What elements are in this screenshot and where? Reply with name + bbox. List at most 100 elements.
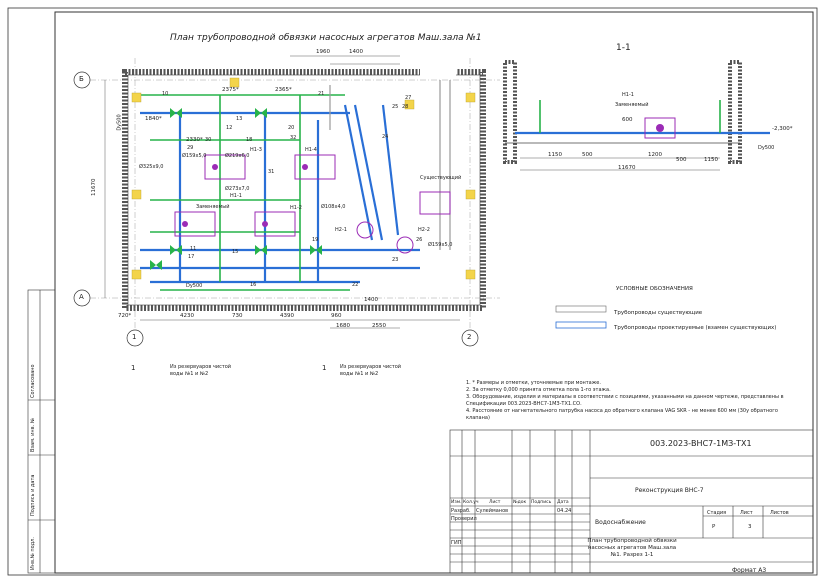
cut-mark-left: 1 xyxy=(131,364,136,372)
pipe-label: Ø159х5,0 xyxy=(428,242,453,248)
sheets-label: Листов xyxy=(770,510,789,516)
axis-2-label: 2 xyxy=(467,333,472,341)
section-dim: 600 xyxy=(622,117,633,123)
note-1: 1. * Размеры и отметки, уточняемые при м… xyxy=(466,380,601,386)
pump-label-h1-3: Н1-3 xyxy=(250,147,262,153)
section-dim: 500 xyxy=(582,152,593,158)
stage-label: Стадия xyxy=(707,510,727,516)
note-3: 3. Оборудование, изделия и материалы в с… xyxy=(466,394,784,407)
project-name: Реконструкция ВНС-7 xyxy=(635,487,704,494)
position-number: 28 xyxy=(402,104,409,110)
col-izm: Изм. xyxy=(451,500,462,505)
sheet-label: Лист xyxy=(740,510,753,516)
dim: 2365* xyxy=(275,87,292,93)
row-razrab: Разраб. xyxy=(451,508,471,514)
plan-title: План трубопроводной обвязки насосных агр… xyxy=(170,33,482,43)
col-koluch: Кол.уч xyxy=(463,500,479,505)
position-number: 24 xyxy=(382,134,389,140)
pipe-label: Ø273х7,0 xyxy=(225,186,250,192)
plan-view xyxy=(73,55,500,347)
dim: 1840* xyxy=(145,116,162,122)
pipe-label: Ø219х6,0 xyxy=(225,153,250,159)
position-number: 18 xyxy=(246,137,253,143)
note-2: 2. За отметку 0,000 принята отметка пола… xyxy=(466,387,611,393)
section-title: 1-1 xyxy=(616,43,631,53)
cut-mark-right: 1 xyxy=(322,364,327,372)
col-ndok: №док xyxy=(513,500,527,505)
stamp-sign-date: Подпись и дата xyxy=(30,474,36,516)
position-number: 30 xyxy=(205,137,212,143)
side-stamp-grid xyxy=(27,289,56,574)
format-label: Формат А3 xyxy=(732,567,767,574)
pump-replaced-plan: Заменяемый xyxy=(196,204,230,210)
dim-left: 11670 xyxy=(91,178,97,197)
section-dim: 500 xyxy=(676,157,687,163)
position-number: 25 xyxy=(392,104,399,110)
col-data: Дата xyxy=(557,500,569,505)
row-proveril: Проверил xyxy=(451,516,477,522)
pump-label-h1-1: Н1-1 xyxy=(230,193,242,199)
pump-label-h1-4: Н1-4 xyxy=(305,147,317,153)
stamp-inv-orig: Инв.№ подл. xyxy=(30,537,36,570)
position-number: 15 xyxy=(232,249,239,255)
sheet-name: План трубопроводной обвязки насосных агр… xyxy=(587,538,677,558)
position-number: 27 xyxy=(405,95,412,101)
pipe-label: Ø159х5,0 xyxy=(182,153,207,159)
dim: 1400 xyxy=(364,297,378,303)
pipe-label: Ø325х9,0 xyxy=(139,164,164,170)
dim: 1400 xyxy=(349,49,363,55)
section-dim: 1200 xyxy=(648,152,662,158)
dim: 960 xyxy=(331,313,342,319)
position-number: 13 xyxy=(236,116,243,122)
position-number: 20 xyxy=(288,125,295,131)
section-dim: 1150 xyxy=(704,157,718,163)
legend-designed: Трубопроводы проектируемые (взамен сущес… xyxy=(614,325,777,331)
position-number: 16 xyxy=(250,282,257,288)
pump-label-h2-1: Н2-1 xyxy=(335,227,347,233)
pipe-label: Ø108х4,0 xyxy=(321,204,346,210)
existing-equipment-label: Существующий xyxy=(420,175,462,181)
title-block-grid xyxy=(449,429,814,574)
reservoir-note-right: Из резервуаров чистой воды №1 и №2 xyxy=(340,364,402,377)
reservoir-note-left: Из резервуаров чистой воды №1 и №2 xyxy=(170,364,232,377)
section-dim: 11670 xyxy=(618,165,636,171)
pump-label-section: Н1-1 xyxy=(622,92,634,98)
legend-title: УСЛОВНЫЕ ОБОЗНАЧЕНИЯ xyxy=(616,286,693,292)
dim: 4230 xyxy=(180,313,194,319)
stage-value: Р xyxy=(712,524,716,530)
axis-1-label: 1 xyxy=(132,333,137,341)
position-number: 17 xyxy=(188,254,195,260)
stamp-inv-replace: Взам. инв. № xyxy=(30,418,36,452)
dim: 2375* xyxy=(222,87,239,93)
drawing-code: 003.2023-ВНС7-1МЗ-ТХ1 xyxy=(650,439,752,448)
legend-existing: Трубопроводы существующие xyxy=(614,310,703,316)
pipe-label: Dy500 xyxy=(116,114,123,131)
row-razrab-name: Сулейманов xyxy=(476,508,509,514)
col-podpis: Подпись xyxy=(531,500,552,505)
sheet-value: 3 xyxy=(748,524,752,530)
axis-a-label: А xyxy=(79,293,84,301)
dim: 720* xyxy=(118,313,132,319)
col-list: Лист xyxy=(489,500,501,505)
dim: 2550 xyxy=(372,323,386,329)
position-number: 26 xyxy=(416,237,423,243)
notes: 1. * Размеры и отметки, уточняемые при м… xyxy=(466,380,796,422)
pipe-label: Dy500 xyxy=(186,283,203,289)
section-view xyxy=(503,60,770,171)
position-number: 31 xyxy=(268,169,275,175)
position-number: 22 xyxy=(352,282,359,288)
row-razrab-date: 04.24 xyxy=(557,508,572,514)
position-number: 11 xyxy=(190,246,197,252)
department: Водоснабжение xyxy=(595,519,646,526)
dim: 730 xyxy=(232,313,243,319)
dim: 1680 xyxy=(336,323,350,329)
position-number: 32 xyxy=(290,135,297,141)
position-number: 19 xyxy=(312,237,319,243)
dim: 2330* xyxy=(186,137,203,143)
position-number: 10 xyxy=(162,91,169,97)
pump-label-h2-2: Н2-2 xyxy=(418,227,430,233)
dim: 1960 xyxy=(316,49,330,55)
pump-label-h1-2: Н1-2 xyxy=(290,205,302,211)
